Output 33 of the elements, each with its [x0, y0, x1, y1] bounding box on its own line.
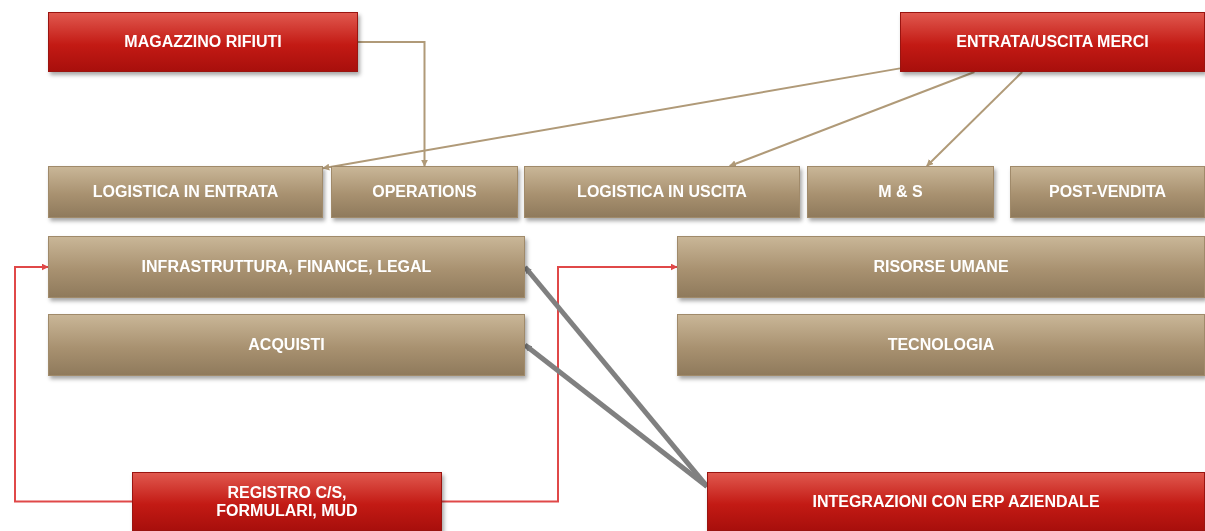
box-label: REGISTRO C/S, FORMULARI, MUD — [215, 483, 359, 520]
box-label: RISORSE UMANE — [873, 258, 1009, 276]
arrow — [523, 343, 709, 489]
box-label: ACQUISTI — [248, 336, 325, 354]
arrow — [357, 41, 428, 167]
box-label: M & S — [878, 183, 923, 201]
activity-box — [48, 236, 525, 298]
activity-box — [48, 314, 525, 376]
activity-box — [677, 314, 1205, 376]
activity-box — [677, 236, 1205, 298]
arrow — [322, 67, 901, 171]
box-label: ENTRATA/USCITA MERCI — [956, 33, 1149, 51]
highlight-box — [900, 12, 1205, 72]
box-label: OPERATIONS — [372, 183, 477, 201]
box-label: TECNOLOGIA — [887, 336, 995, 354]
activity-box — [524, 166, 800, 218]
activity-box — [331, 166, 518, 218]
arrow — [728, 71, 976, 167]
box-label: LOGISTICA IN USCITA — [577, 183, 747, 201]
arrow — [925, 71, 1024, 167]
box-label: INFRASTRUTTURA, FINANCE, LEGAL — [141, 258, 432, 276]
highlight-box — [132, 472, 442, 531]
activity-box — [48, 166, 323, 218]
activity-box — [1010, 166, 1205, 218]
box-label: POST-VENDITA — [1048, 183, 1166, 201]
highlight-box — [48, 12, 358, 72]
arrow — [14, 263, 133, 503]
box-label: LOGISTICA IN ENTRATA — [92, 183, 279, 201]
activity-box — [807, 166, 994, 218]
box-label: MAGAZZINO RIFIUTI — [124, 33, 282, 51]
arrow — [441, 263, 678, 503]
highlight-box — [707, 472, 1205, 531]
box-label: INTEGRAZIONI CON ERP AZIENDALE — [812, 492, 1100, 511]
